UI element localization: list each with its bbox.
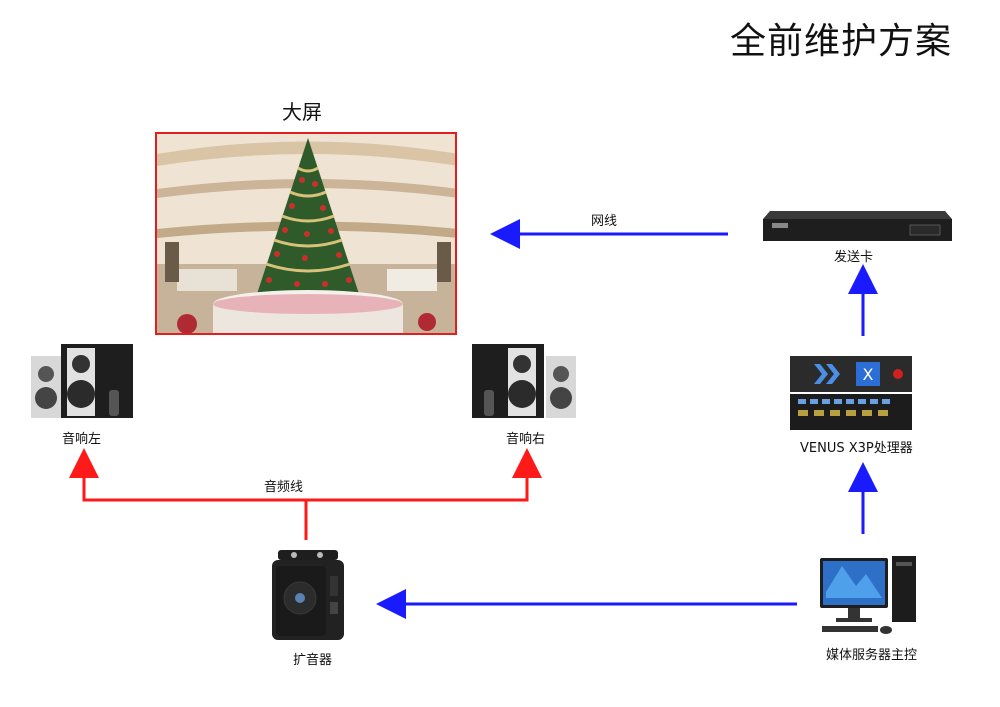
audio-cable-label: 音频线 bbox=[264, 476, 303, 495]
processor-brand-mark: X bbox=[863, 365, 874, 384]
media-server-icon bbox=[812, 552, 922, 638]
amplifier-label: 扩音器 bbox=[293, 649, 332, 668]
processor-icon: X bbox=[784, 352, 918, 432]
processor-label: VENUS X3P处理器 bbox=[800, 437, 913, 456]
sending-card-icon bbox=[760, 205, 955, 245]
speaker-right-label: 音响右 bbox=[506, 428, 545, 447]
media-server-label: 媒体服务器主控 bbox=[826, 644, 917, 663]
speaker-right-icon bbox=[470, 338, 582, 420]
audio-cable-line bbox=[84, 460, 306, 540]
network-cable-label: 网线 bbox=[591, 210, 617, 229]
amplifier-icon bbox=[268, 548, 350, 642]
audio-cable-line-right bbox=[306, 460, 527, 500]
speaker-left-label: 音响左 bbox=[62, 428, 101, 447]
sending-card-label: 发送卡 bbox=[834, 246, 873, 265]
speaker-left-icon bbox=[27, 338, 139, 420]
